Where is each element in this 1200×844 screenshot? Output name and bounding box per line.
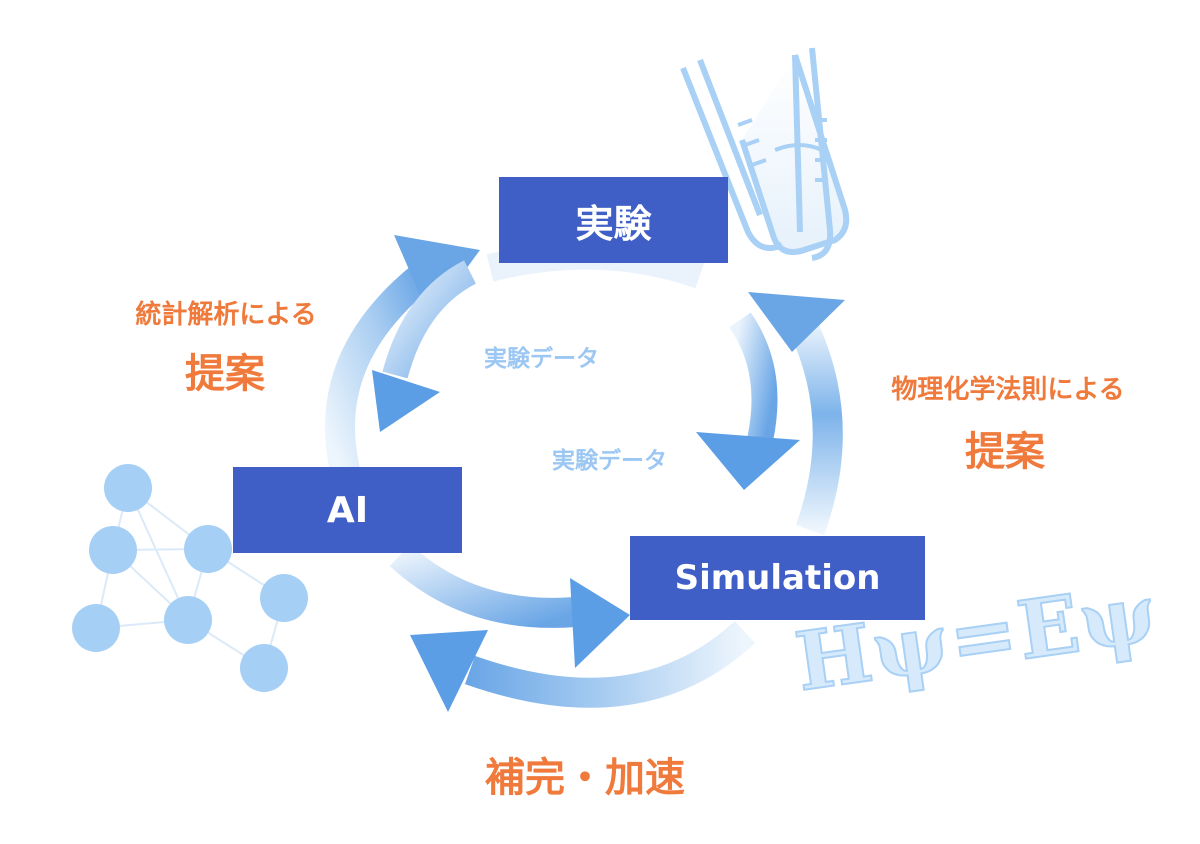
complement-accelerate-label: 補完・加速 bbox=[485, 755, 685, 801]
statistical-analysis-label: 統計解析による bbox=[135, 300, 317, 330]
node-ai-label: AI bbox=[326, 489, 369, 531]
experiment-data-label-upper: 実験データ bbox=[484, 346, 599, 372]
inner-arrow-experiment-to-ai bbox=[372, 260, 477, 432]
inner-arrow-experiment-to-simulation bbox=[696, 312, 800, 490]
cycle-arrow-simulation-to-experiment bbox=[748, 292, 845, 536]
node-simulation: Simulation bbox=[630, 536, 925, 620]
node-experiment: 実験 bbox=[499, 177, 728, 263]
cycle-arrow-ai-to-experiment bbox=[325, 235, 480, 474]
node-simulation-label: Simulation bbox=[674, 558, 881, 598]
experiment-data-label-lower: 実験データ bbox=[552, 448, 667, 474]
node-experiment-label: 実験 bbox=[575, 201, 652, 246]
statistical-proposal-label: 提案 bbox=[185, 351, 265, 397]
test-tubes-icon bbox=[680, 47, 850, 261]
cycle-arrow-ai-to-simulation bbox=[389, 543, 630, 668]
neural-network-icon bbox=[72, 464, 308, 692]
physical-chemistry-label: 物理化学法則による bbox=[891, 375, 1125, 405]
cycle-arrow-simulation-to-ai bbox=[410, 620, 756, 712]
node-ai: AI bbox=[233, 467, 462, 553]
physical-proposal-label: 提案 bbox=[965, 429, 1045, 475]
